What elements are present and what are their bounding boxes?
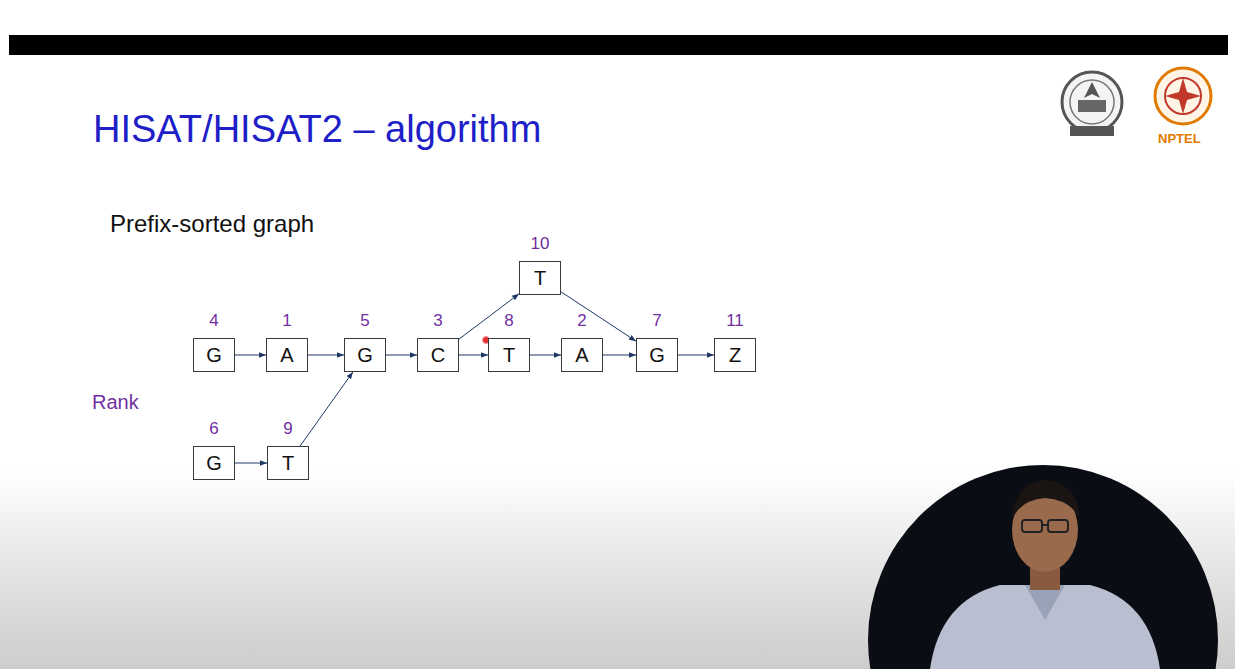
header-bar <box>9 35 1228 55</box>
node-box: G <box>193 338 235 372</box>
node-box: T <box>267 446 309 480</box>
node-box: G <box>636 338 678 372</box>
nptel-emblem <box>1155 68 1211 124</box>
logo-text: NPTEL <box>1158 131 1201 146</box>
graph-arrow <box>386 355 417 356</box>
graph-node: G6 <box>193 446 235 480</box>
graph-node: Z11 <box>714 338 756 372</box>
rank-number: 7 <box>636 312 678 329</box>
node-box: A <box>561 338 603 372</box>
node-letter: A <box>575 345 588 365</box>
node-box: T <box>488 338 530 372</box>
node-letter: G <box>357 345 373 365</box>
institute-emblem <box>1062 72 1122 136</box>
graph-arrow <box>235 355 266 356</box>
node-letter: C <box>431 345 445 365</box>
graph-arrow <box>603 355 636 356</box>
node-box: T <box>519 261 561 295</box>
rank-number: 3 <box>417 312 459 329</box>
rank-number: 2 <box>561 312 603 329</box>
rank-number: 11 <box>714 312 756 329</box>
slide-title: HISAT/HISAT2 – algorithm <box>93 108 541 151</box>
graph-arrow <box>678 355 714 356</box>
graph-node: T8 <box>488 338 530 372</box>
graph-arrow <box>308 355 344 356</box>
graph-node: A1 <box>266 338 308 372</box>
node-box: Z <box>714 338 756 372</box>
node-box: A <box>266 338 308 372</box>
node-box: G <box>193 446 235 480</box>
graph-arrow <box>561 292 636 341</box>
rank-number: 10 <box>519 235 561 252</box>
graph-node: C3 <box>417 338 459 372</box>
graph-node: G4 <box>193 338 235 372</box>
rank-number: 9 <box>267 420 309 437</box>
graph-arrow <box>235 463 267 464</box>
rank-number: 4 <box>193 312 235 329</box>
node-letter: T <box>534 268 546 288</box>
subtitle: Prefix-sorted graph <box>110 210 314 238</box>
rank-number: 8 <box>488 312 530 329</box>
rank-number: 1 <box>266 312 308 329</box>
node-letter: G <box>649 345 665 365</box>
graph-node: A2 <box>561 338 603 372</box>
graph-arrow <box>459 355 488 356</box>
node-letter: G <box>206 345 222 365</box>
graph-node: G5 <box>344 338 386 372</box>
node-box: G <box>344 338 386 372</box>
node-letter: T <box>503 345 515 365</box>
node-box: C <box>417 338 459 372</box>
graph-arrow <box>300 372 353 446</box>
graph-node: T10 <box>519 261 561 295</box>
node-letter: G <box>206 453 222 473</box>
rank-number: 5 <box>344 312 386 329</box>
rank-number: 6 <box>193 420 235 437</box>
graph-arrow <box>530 355 561 356</box>
presenter-video <box>860 460 1230 669</box>
node-letter: A <box>280 345 293 365</box>
node-letter: Z <box>729 345 741 365</box>
node-letter: T <box>282 453 294 473</box>
graph-node: T9 <box>267 446 309 480</box>
axis-label: Rank <box>92 391 139 414</box>
graph-node: G7 <box>636 338 678 372</box>
